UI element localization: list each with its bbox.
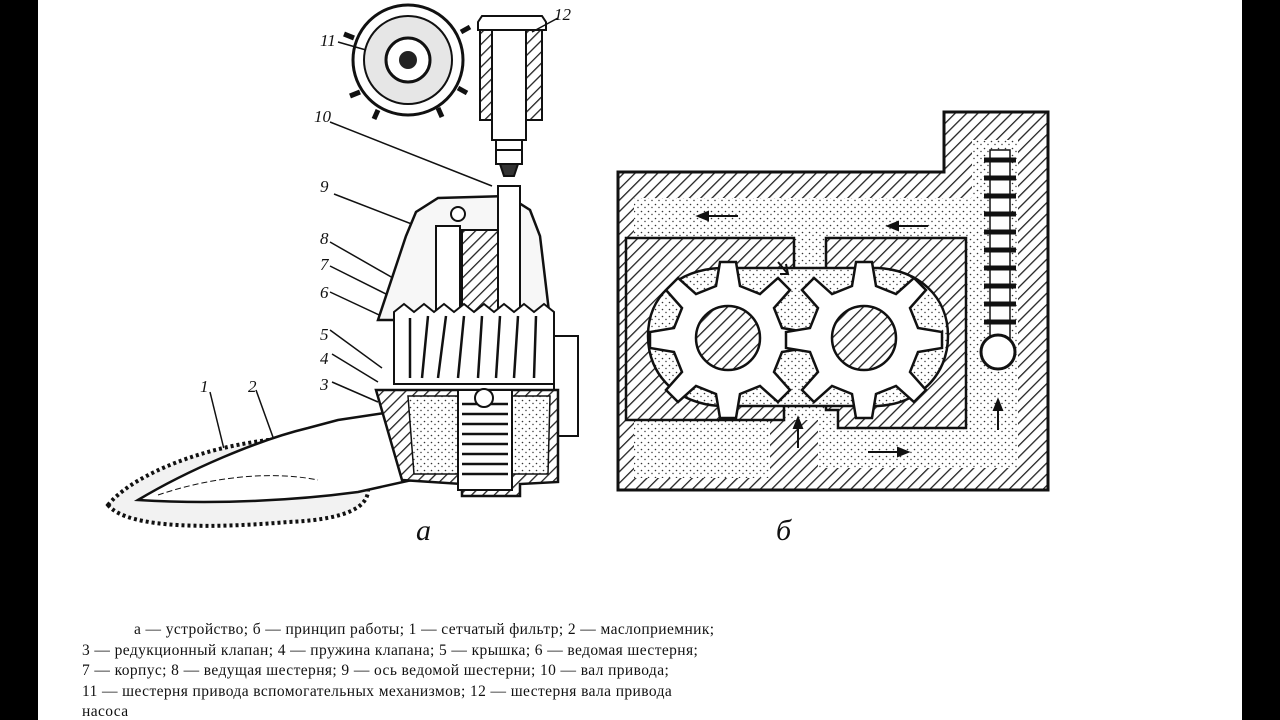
caption-line-1: а — устройство; б — принцип работы; 1 — … bbox=[134, 621, 715, 638]
view-a-label: а bbox=[416, 514, 431, 547]
label-1: 1 bbox=[200, 377, 209, 396]
pump-body bbox=[374, 185, 579, 498]
pump-gears bbox=[393, 302, 555, 385]
caption-line-5: насоса bbox=[82, 703, 129, 720]
figure-caption: а — устройство; б — принцип работы; 1 — … bbox=[82, 620, 1162, 720]
caption-line-4: 11 — шестерня привода вспомогательных ме… bbox=[82, 682, 673, 700]
label-3: 3 bbox=[319, 375, 329, 394]
figure-page: 11 12 10 9 8 7 6 5 4 3 1 2 а bbox=[38, 0, 1242, 720]
caption-line-3: 7 — корпус; 8 — ведущая шестерня; 9 — ос… bbox=[82, 662, 670, 679]
relief-valve bbox=[979, 157, 1017, 371]
drive-gear-section bbox=[648, 260, 808, 420]
pump-assembly-view: 11 12 10 9 8 7 6 5 4 3 1 2 а bbox=[105, 3, 579, 547]
label-7: 7 bbox=[320, 255, 330, 274]
leader-lines bbox=[209, 17, 559, 491]
label-6: 6 bbox=[320, 283, 329, 302]
pump-drive-shaft-gear bbox=[477, 15, 547, 177]
label-9: 9 bbox=[320, 177, 329, 196]
caption-line-2: 3 — редукционный клапан; 4 — пружина кла… bbox=[82, 641, 699, 659]
label-5: 5 bbox=[320, 325, 329, 344]
label-11: 11 bbox=[320, 31, 336, 50]
view-b-label: б bbox=[776, 514, 792, 547]
label-2: 2 bbox=[248, 377, 257, 396]
label-12: 12 bbox=[554, 5, 572, 24]
flow-arrows bbox=[695, 210, 1004, 458]
oil-pump-drawing: 11 12 10 9 8 7 6 5 4 3 1 2 а bbox=[105, 3, 1050, 547]
operating-principle-view: б bbox=[616, 110, 1050, 547]
label-10: 10 bbox=[314, 107, 332, 126]
label-8: 8 bbox=[320, 229, 329, 248]
part-number-labels: 11 12 10 9 8 7 6 5 4 3 1 2 а bbox=[200, 5, 572, 547]
label-4: 4 bbox=[320, 349, 329, 368]
auxiliary-drive-gear bbox=[343, 3, 472, 121]
driven-gear-section bbox=[784, 260, 944, 420]
